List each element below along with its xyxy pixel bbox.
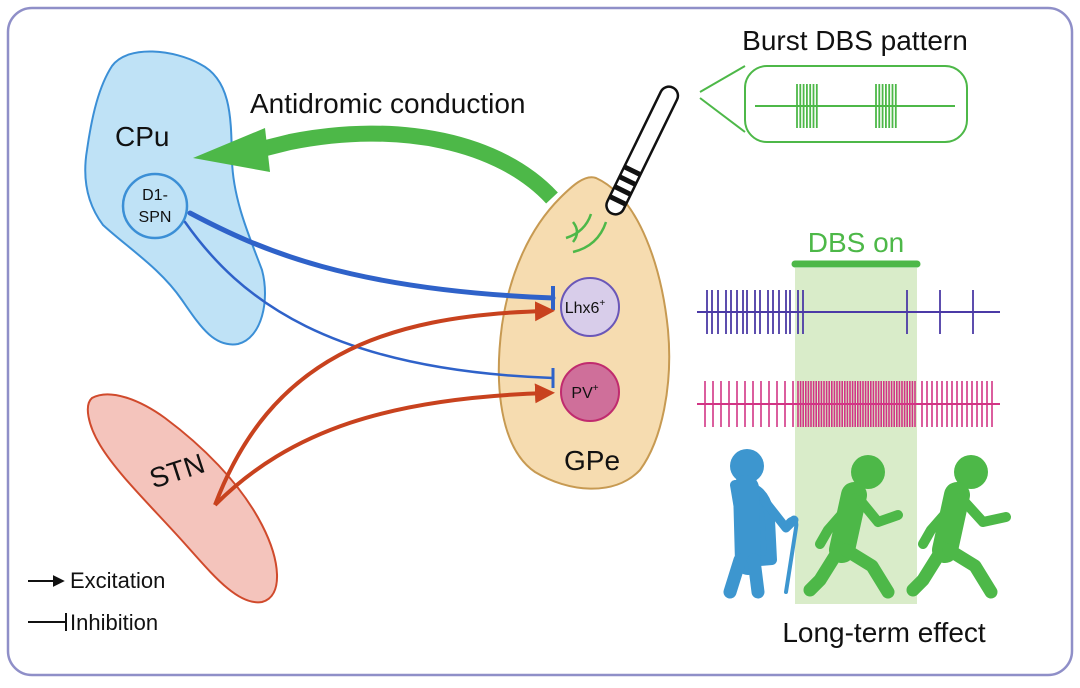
pv-spike-train xyxy=(704,381,993,427)
antidromic-arrow-head xyxy=(193,128,270,172)
electrode-icon xyxy=(605,85,680,216)
lhx6-spike-train xyxy=(706,290,974,334)
stn-to-lhx6-excitation xyxy=(213,301,555,506)
burst-pattern-box xyxy=(744,65,968,143)
stimulation-wave-2 xyxy=(565,213,593,240)
lhx6-cell xyxy=(560,277,620,337)
burst-pattern-title: Burst DBS pattern xyxy=(742,25,968,56)
legend: Excitation Inhibition xyxy=(28,568,165,635)
stn-region xyxy=(86,393,278,604)
d1-spn-cell xyxy=(121,172,189,240)
patient-with-cane-icon xyxy=(723,449,799,599)
lhx6-label: Lhx6+ xyxy=(565,298,606,317)
gpe-label: GPe xyxy=(564,445,620,476)
walking-person-icon xyxy=(906,455,1011,599)
antidromic-label: Antidromic conduction xyxy=(250,88,525,119)
d1-to-lhx6-inhibition xyxy=(187,210,556,301)
d1-to-pv-inhibition xyxy=(183,220,555,380)
burst-pattern-pulses xyxy=(796,84,897,128)
callout-line-top xyxy=(699,65,746,93)
dbs-on-label: DBS on xyxy=(808,227,905,258)
callout-line-bottom xyxy=(699,97,746,133)
long-term-effect-label: Long-term effect xyxy=(782,617,986,648)
legend-excitation-label: Excitation xyxy=(70,568,165,593)
pv-label: PV+ xyxy=(571,383,598,402)
dbs-on-period-shade xyxy=(795,268,917,604)
stn-to-pv-excitation xyxy=(213,383,555,507)
d1-spn-label-line2: SPN xyxy=(139,209,172,226)
walking-person-icon xyxy=(803,455,903,599)
antidromic-arrow-shaft xyxy=(260,125,558,204)
legend-inhibition-label: Inhibition xyxy=(70,610,158,635)
cpu-label: CPu xyxy=(115,121,169,152)
pv-cell xyxy=(560,362,620,422)
d1-spn-label-line1: D1- xyxy=(142,187,168,204)
stimulation-wave-3 xyxy=(572,221,608,254)
